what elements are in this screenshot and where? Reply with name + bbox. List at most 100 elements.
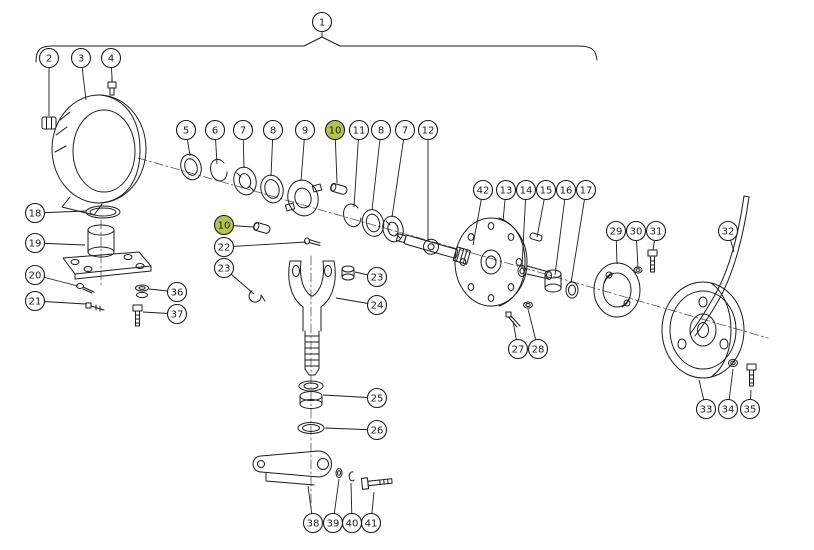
svg-text:1: 1 — [319, 18, 325, 29]
svg-text:10: 10 — [218, 221, 231, 232]
part-washer-39 — [335, 468, 343, 478]
part-bolt-35 — [746, 363, 757, 387]
callout-31[interactable]: 31 — [645, 220, 667, 242]
callout-8[interactable]: 8 — [262, 119, 284, 141]
svg-text:41: 41 — [365, 519, 378, 530]
callout-15[interactable]: 15 — [535, 179, 557, 201]
part-plug-23 — [341, 265, 355, 281]
callout-14[interactable]: 14 — [515, 179, 537, 201]
svg-text:3: 3 — [78, 54, 84, 65]
svg-text:6: 6 — [212, 126, 218, 137]
callout-27[interactable]: 27 — [507, 338, 529, 360]
callout-3[interactable]: 3 — [70, 47, 92, 69]
callout-32[interactable]: 32 — [717, 220, 739, 242]
part-lever-arm — [252, 450, 332, 486]
svg-text:7: 7 — [402, 126, 408, 137]
svg-text:27: 27 — [512, 345, 525, 356]
callout-28[interactable]: 28 — [527, 338, 549, 360]
centerlines — [100, 157, 769, 509]
callout-37[interactable]: 37 — [166, 303, 188, 325]
svg-text:28: 28 — [532, 345, 545, 356]
callout-17[interactable]: 17 — [575, 179, 597, 201]
callout-4[interactable]: 4 — [100, 47, 122, 69]
svg-text:8: 8 — [378, 126, 384, 137]
callout-12[interactable]: 12 — [417, 119, 439, 141]
part-washers-36 — [135, 284, 149, 299]
callout-21[interactable]: 21 — [24, 290, 46, 312]
callout-24[interactable]: 24 — [366, 294, 388, 316]
callout-29[interactable]: 29 — [605, 220, 627, 242]
part-snapring-11 — [343, 203, 362, 228]
callout-41[interactable]: 41 — [360, 512, 382, 534]
callout-30[interactable]: 30 — [625, 220, 647, 242]
part-fork — [288, 260, 336, 376]
part-springwasher-40 — [348, 471, 355, 482]
callout-35[interactable]: 35 — [739, 398, 761, 420]
callout-23[interactable]: 23 — [366, 266, 388, 288]
svg-text:31: 31 — [650, 227, 663, 238]
part-washer-28 — [523, 301, 533, 309]
callout-33[interactable]: 33 — [695, 398, 717, 420]
callout-11[interactable]: 11 — [348, 119, 370, 141]
callout-22[interactable]: 22 — [213, 236, 235, 258]
callout-7[interactable]: 7 — [394, 119, 416, 141]
part-ring-17 — [565, 281, 579, 299]
callout-6[interactable]: 6 — [204, 119, 226, 141]
svg-text:32: 32 — [722, 227, 735, 238]
svg-text:36: 36 — [171, 288, 184, 299]
callout-23[interactable]: 23 — [213, 257, 235, 279]
part-ring-26 — [297, 422, 325, 434]
callout-42[interactable]: 42 — [472, 179, 494, 201]
part-ring-8b — [361, 209, 385, 237]
part-belt — [689, 195, 750, 337]
callout-2[interactable]: 2 — [38, 47, 60, 69]
svg-text:20: 20 — [29, 271, 42, 282]
callout-19[interactable]: 19 — [24, 232, 46, 254]
part-oring — [85, 205, 121, 219]
callout-1[interactable]: 1 — [311, 11, 333, 33]
svg-text:23: 23 — [371, 273, 384, 284]
part-nut — [41, 116, 57, 130]
part-bushings-25 — [298, 380, 324, 409]
part-bolt-27 — [505, 311, 521, 328]
svg-text:7: 7 — [240, 126, 246, 137]
svg-text:10: 10 — [329, 126, 342, 137]
svg-text:22: 22 — [218, 243, 231, 254]
callout-5[interactable]: 5 — [175, 119, 197, 141]
svg-text:18: 18 — [29, 209, 42, 220]
svg-text:25: 25 — [371, 394, 384, 405]
part-grease-fitting — [107, 75, 117, 96]
callout-9[interactable]: 9 — [294, 119, 316, 141]
svg-text:5: 5 — [183, 126, 189, 137]
callout-26[interactable]: 26 — [366, 419, 388, 441]
callout-13[interactable]: 13 — [495, 179, 517, 201]
callout-8[interactable]: 8 — [370, 119, 392, 141]
callout-38[interactable]: 38 — [302, 512, 324, 534]
svg-text:13: 13 — [500, 186, 513, 197]
callout-10-highlighted[interactable]: 10 — [213, 214, 235, 236]
part-ring-8 — [260, 174, 284, 204]
part-pin-10b — [253, 221, 271, 234]
callout-36[interactable]: 36 — [166, 281, 188, 303]
svg-text:34: 34 — [722, 405, 735, 416]
callout-39[interactable]: 39 — [322, 512, 344, 534]
callout-25[interactable]: 25 — [366, 387, 388, 409]
callout-10-highlighted[interactable]: 10 — [324, 119, 346, 141]
part-washer-34 — [728, 359, 738, 367]
diagram-artwork — [35, 36, 769, 509]
svg-text:2: 2 — [46, 54, 52, 65]
callout-18[interactable]: 18 — [24, 202, 46, 224]
part-bolt-37 — [132, 304, 143, 327]
part-pin-15 — [529, 232, 543, 242]
svg-text:17: 17 — [580, 186, 593, 197]
part-brake-assembly — [593, 262, 641, 318]
callout-34[interactable]: 34 — [717, 398, 739, 420]
svg-text:23: 23 — [218, 264, 231, 275]
callout-40[interactable]: 40 — [341, 512, 363, 534]
callout-16[interactable]: 16 — [555, 179, 577, 201]
callout-7[interactable]: 7 — [232, 119, 254, 141]
svg-text:42: 42 — [477, 186, 490, 197]
svg-text:4: 4 — [108, 54, 114, 65]
callout-20[interactable]: 20 — [24, 264, 46, 286]
